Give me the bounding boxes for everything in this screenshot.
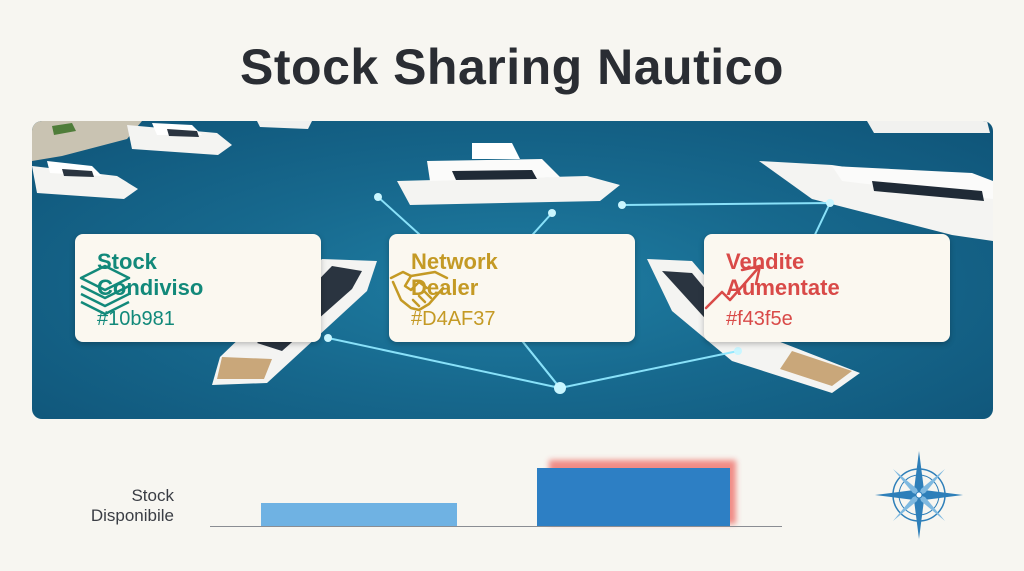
card-network-dealer: Network Dealer #D4AF37 xyxy=(389,234,635,342)
card-title-line1: Stock xyxy=(97,249,157,274)
yacht xyxy=(759,161,993,241)
card-title-line1: Network xyxy=(411,249,498,274)
chart-label: Stock Disponibile xyxy=(60,486,174,526)
stock-bar-large xyxy=(537,468,730,526)
card-title-line2: Aumentate xyxy=(726,275,840,300)
card-stock-condiviso: Stock Condiviso #10b981 xyxy=(75,234,321,342)
yacht-marina-photo: Stock Condiviso #10b981 Network Dealer #… xyxy=(32,121,993,419)
card-vendite-aumentate: Vendite Aumentate #f43f5e xyxy=(704,234,950,342)
chart-label-line2: Disponibile xyxy=(90,506,174,525)
card-title-line2: Condiviso xyxy=(97,275,204,300)
page-title: Stock Sharing Nautico xyxy=(240,39,784,95)
chart-label-line1: Stock xyxy=(131,486,174,505)
stock-bar-small xyxy=(261,503,457,526)
trending-up-icon xyxy=(704,264,762,310)
compass-rose-icon xyxy=(875,451,963,539)
card-color-code: #10b981 xyxy=(97,308,175,330)
yacht xyxy=(127,123,232,155)
chart-baseline xyxy=(210,526,782,527)
card-title-line2: Dealer xyxy=(411,275,479,300)
card-color-code: #D4AF37 xyxy=(411,308,496,330)
card-color-code: #f43f5e xyxy=(726,308,793,330)
yacht xyxy=(397,143,620,205)
yacht xyxy=(32,161,138,199)
stacked-layers-icon xyxy=(79,264,131,316)
card-title-line1: Vendite xyxy=(726,249,805,274)
handshake-icon xyxy=(389,270,449,312)
